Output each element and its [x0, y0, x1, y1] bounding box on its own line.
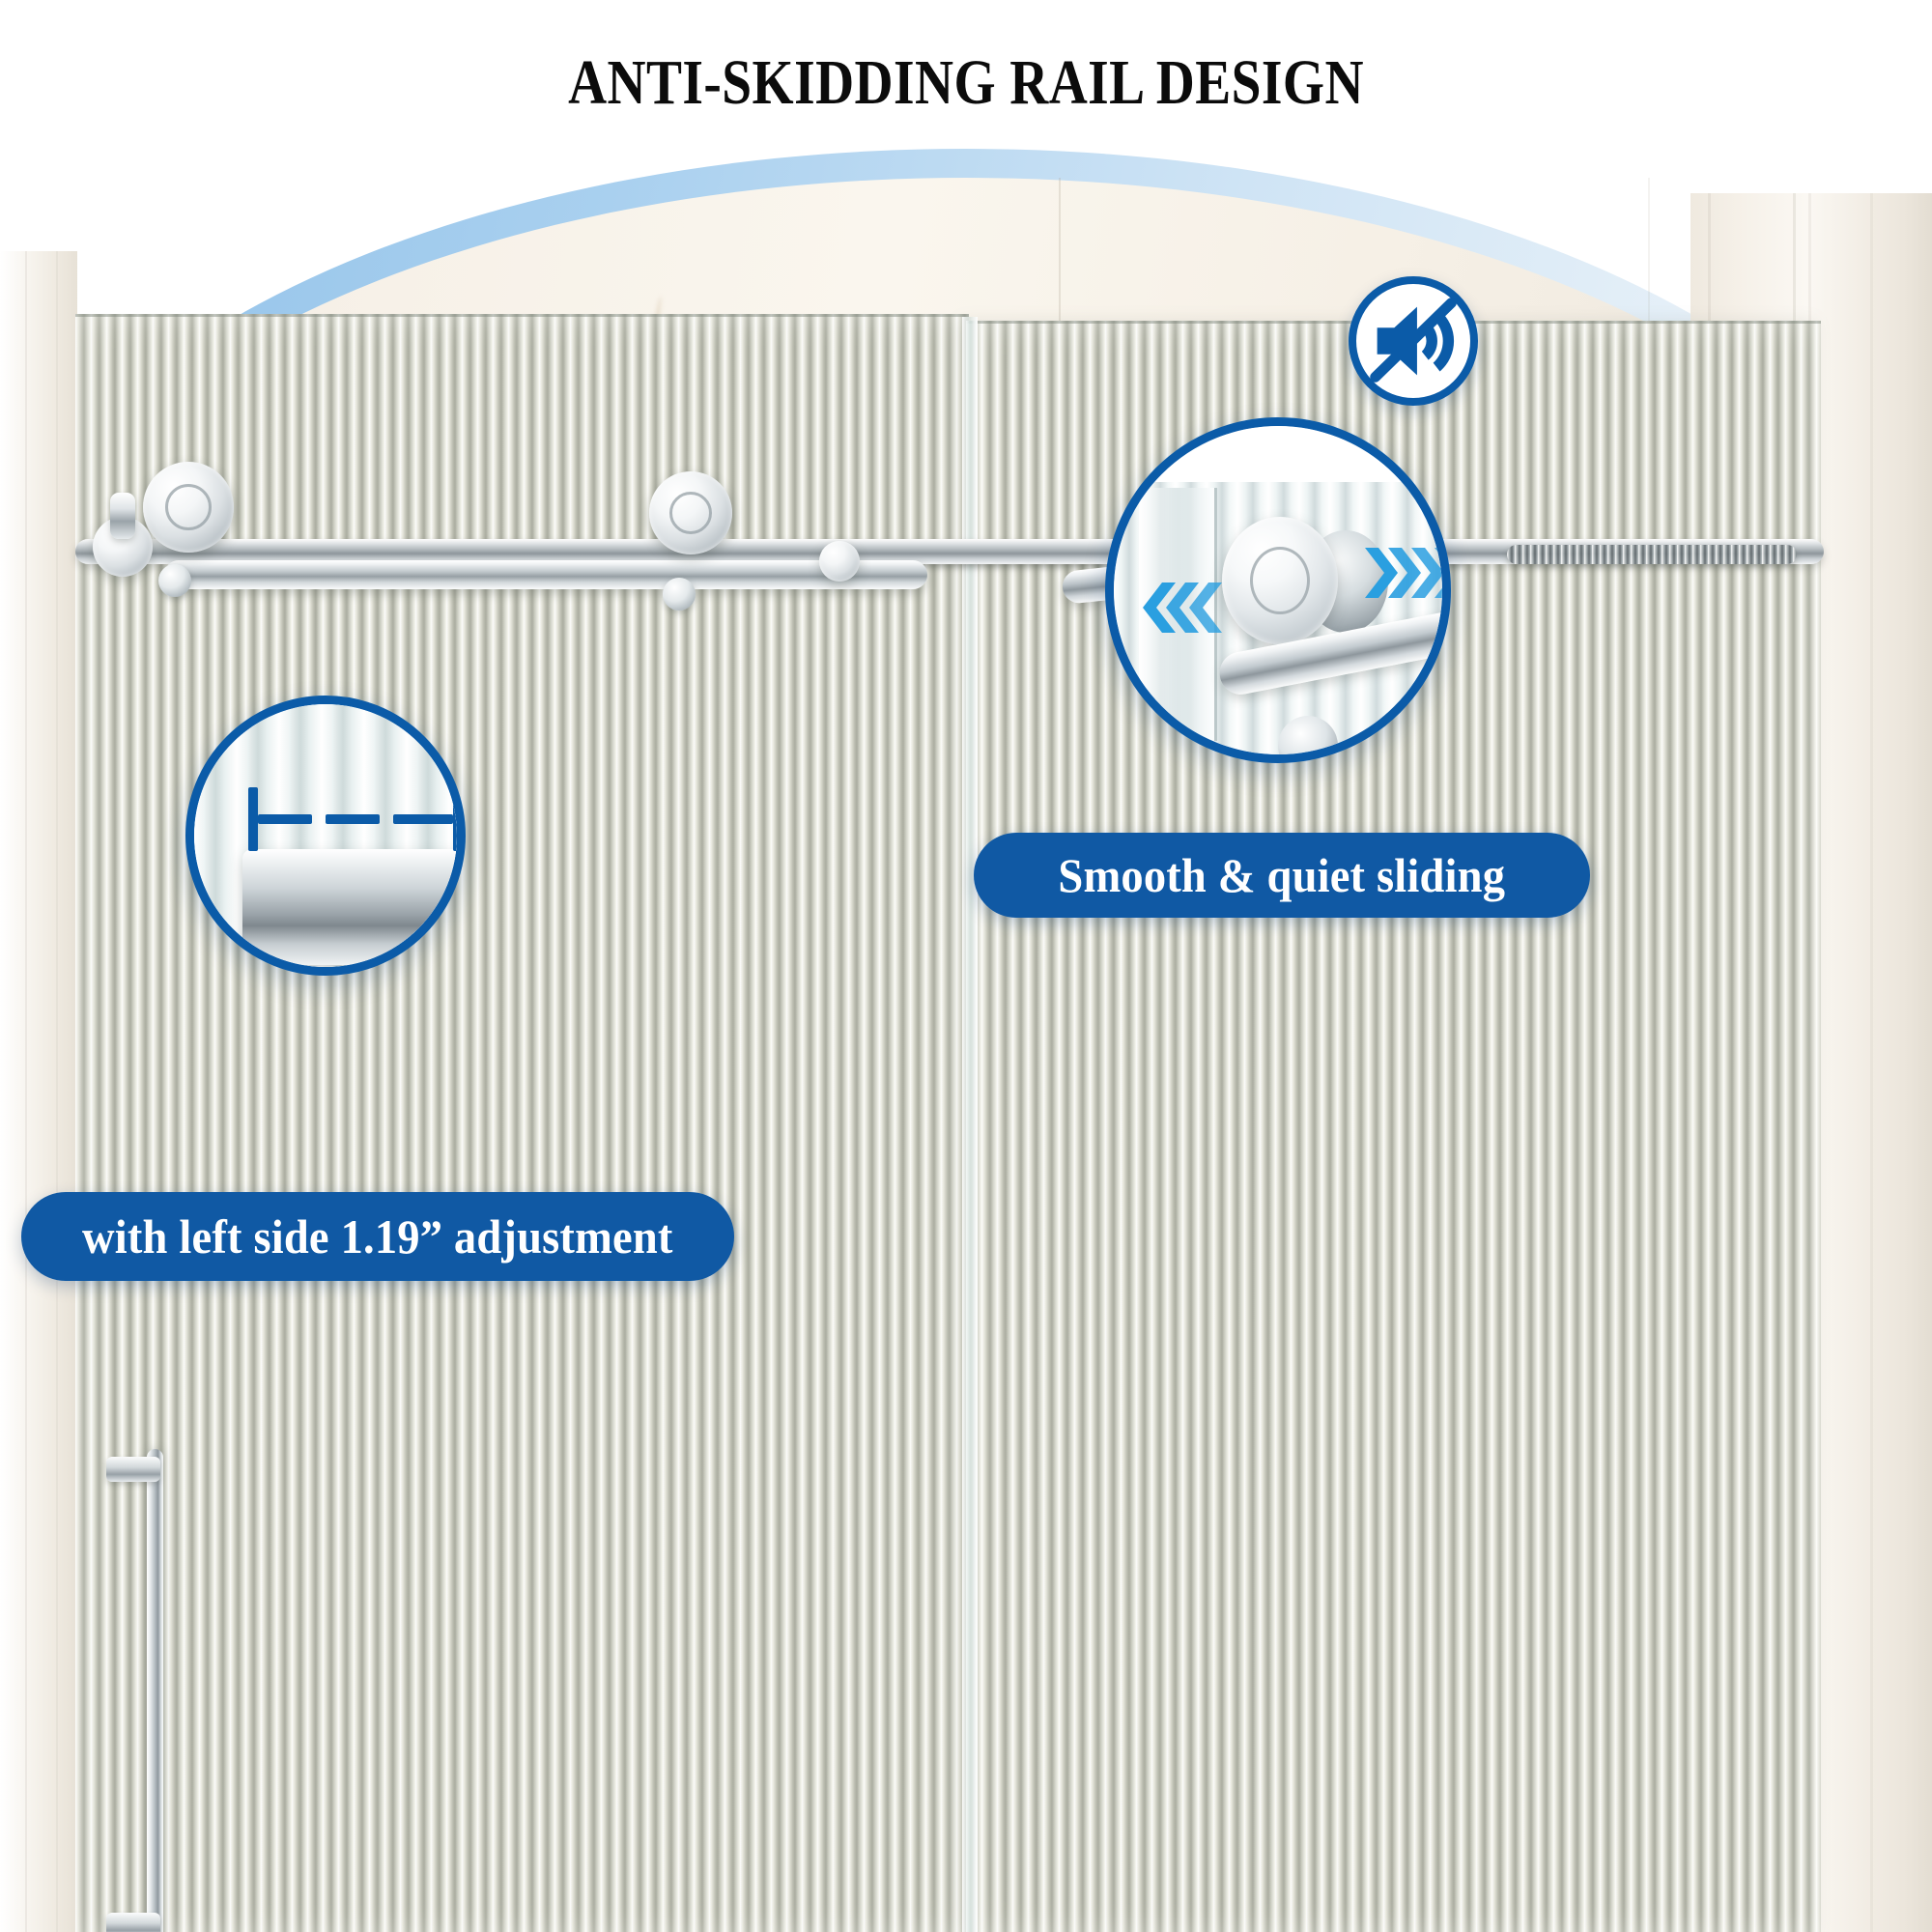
dimension-dash	[393, 814, 453, 824]
wall-edge-line	[1870, 193, 1873, 1932]
pull-handle-mount-bottom	[106, 1913, 160, 1932]
roller-wheel-ring	[669, 492, 712, 534]
callout-magnified-view	[1114, 426, 1442, 754]
roller-wheel-center	[649, 471, 732, 554]
bar-mount-screw	[158, 564, 191, 597]
callout-circle-sliding	[1105, 417, 1451, 763]
chevrons-left-icon	[1143, 582, 1222, 633]
track-stopper-left	[819, 541, 860, 582]
jamb-edge-line	[25, 251, 27, 1932]
dimension-dash	[258, 814, 312, 824]
roller-wheel-ring	[165, 484, 212, 530]
pull-handle-mount-top	[106, 1457, 160, 1482]
callout-circle-adjustment	[185, 696, 466, 976]
jamb-edge-line	[56, 251, 58, 1932]
door-cross-bar-left	[164, 560, 927, 589]
callout-label-adjustment-text: with left side 1.19” adjustment	[82, 1209, 673, 1264]
magnified-wall	[1114, 426, 1442, 486]
page-title: ANTI-SKIDDING RAIL DESIGN	[568, 47, 1364, 118]
glass-top-edge	[75, 314, 969, 317]
threaded-track-rod	[1507, 545, 1797, 564]
dimension-dash	[326, 814, 380, 824]
magnified-rail-cylinder	[242, 849, 457, 965]
callout-label-adjustment: with left side 1.19” adjustment	[21, 1192, 734, 1281]
door-overlap-seam	[962, 317, 978, 1932]
callout-label-sliding: Smooth & quiet sliding	[974, 833, 1590, 918]
wall-jamb-left	[0, 251, 77, 1932]
rail-end-stub	[110, 493, 135, 539]
chevrons-right-icon	[1365, 548, 1442, 598]
bar-mount-screw	[663, 578, 696, 611]
product-photo-scene: Smooth & quiet sliding with left side 1.…	[0, 135, 1932, 1932]
dimension-tick-right	[453, 787, 457, 851]
mute-speaker-icon	[1370, 298, 1457, 383]
mute-speaker-badge	[1349, 276, 1478, 406]
magnified-roller-wheel	[1222, 517, 1338, 644]
roller-wheel-left	[143, 462, 234, 553]
callout-label-sliding-text: Smooth & quiet sliding	[1058, 848, 1506, 902]
roller-wheel-ring	[1250, 547, 1310, 614]
dimension-tick-left	[248, 787, 258, 851]
pull-handle[interactable]	[147, 1449, 163, 1932]
callout-magnified-view	[194, 704, 457, 967]
